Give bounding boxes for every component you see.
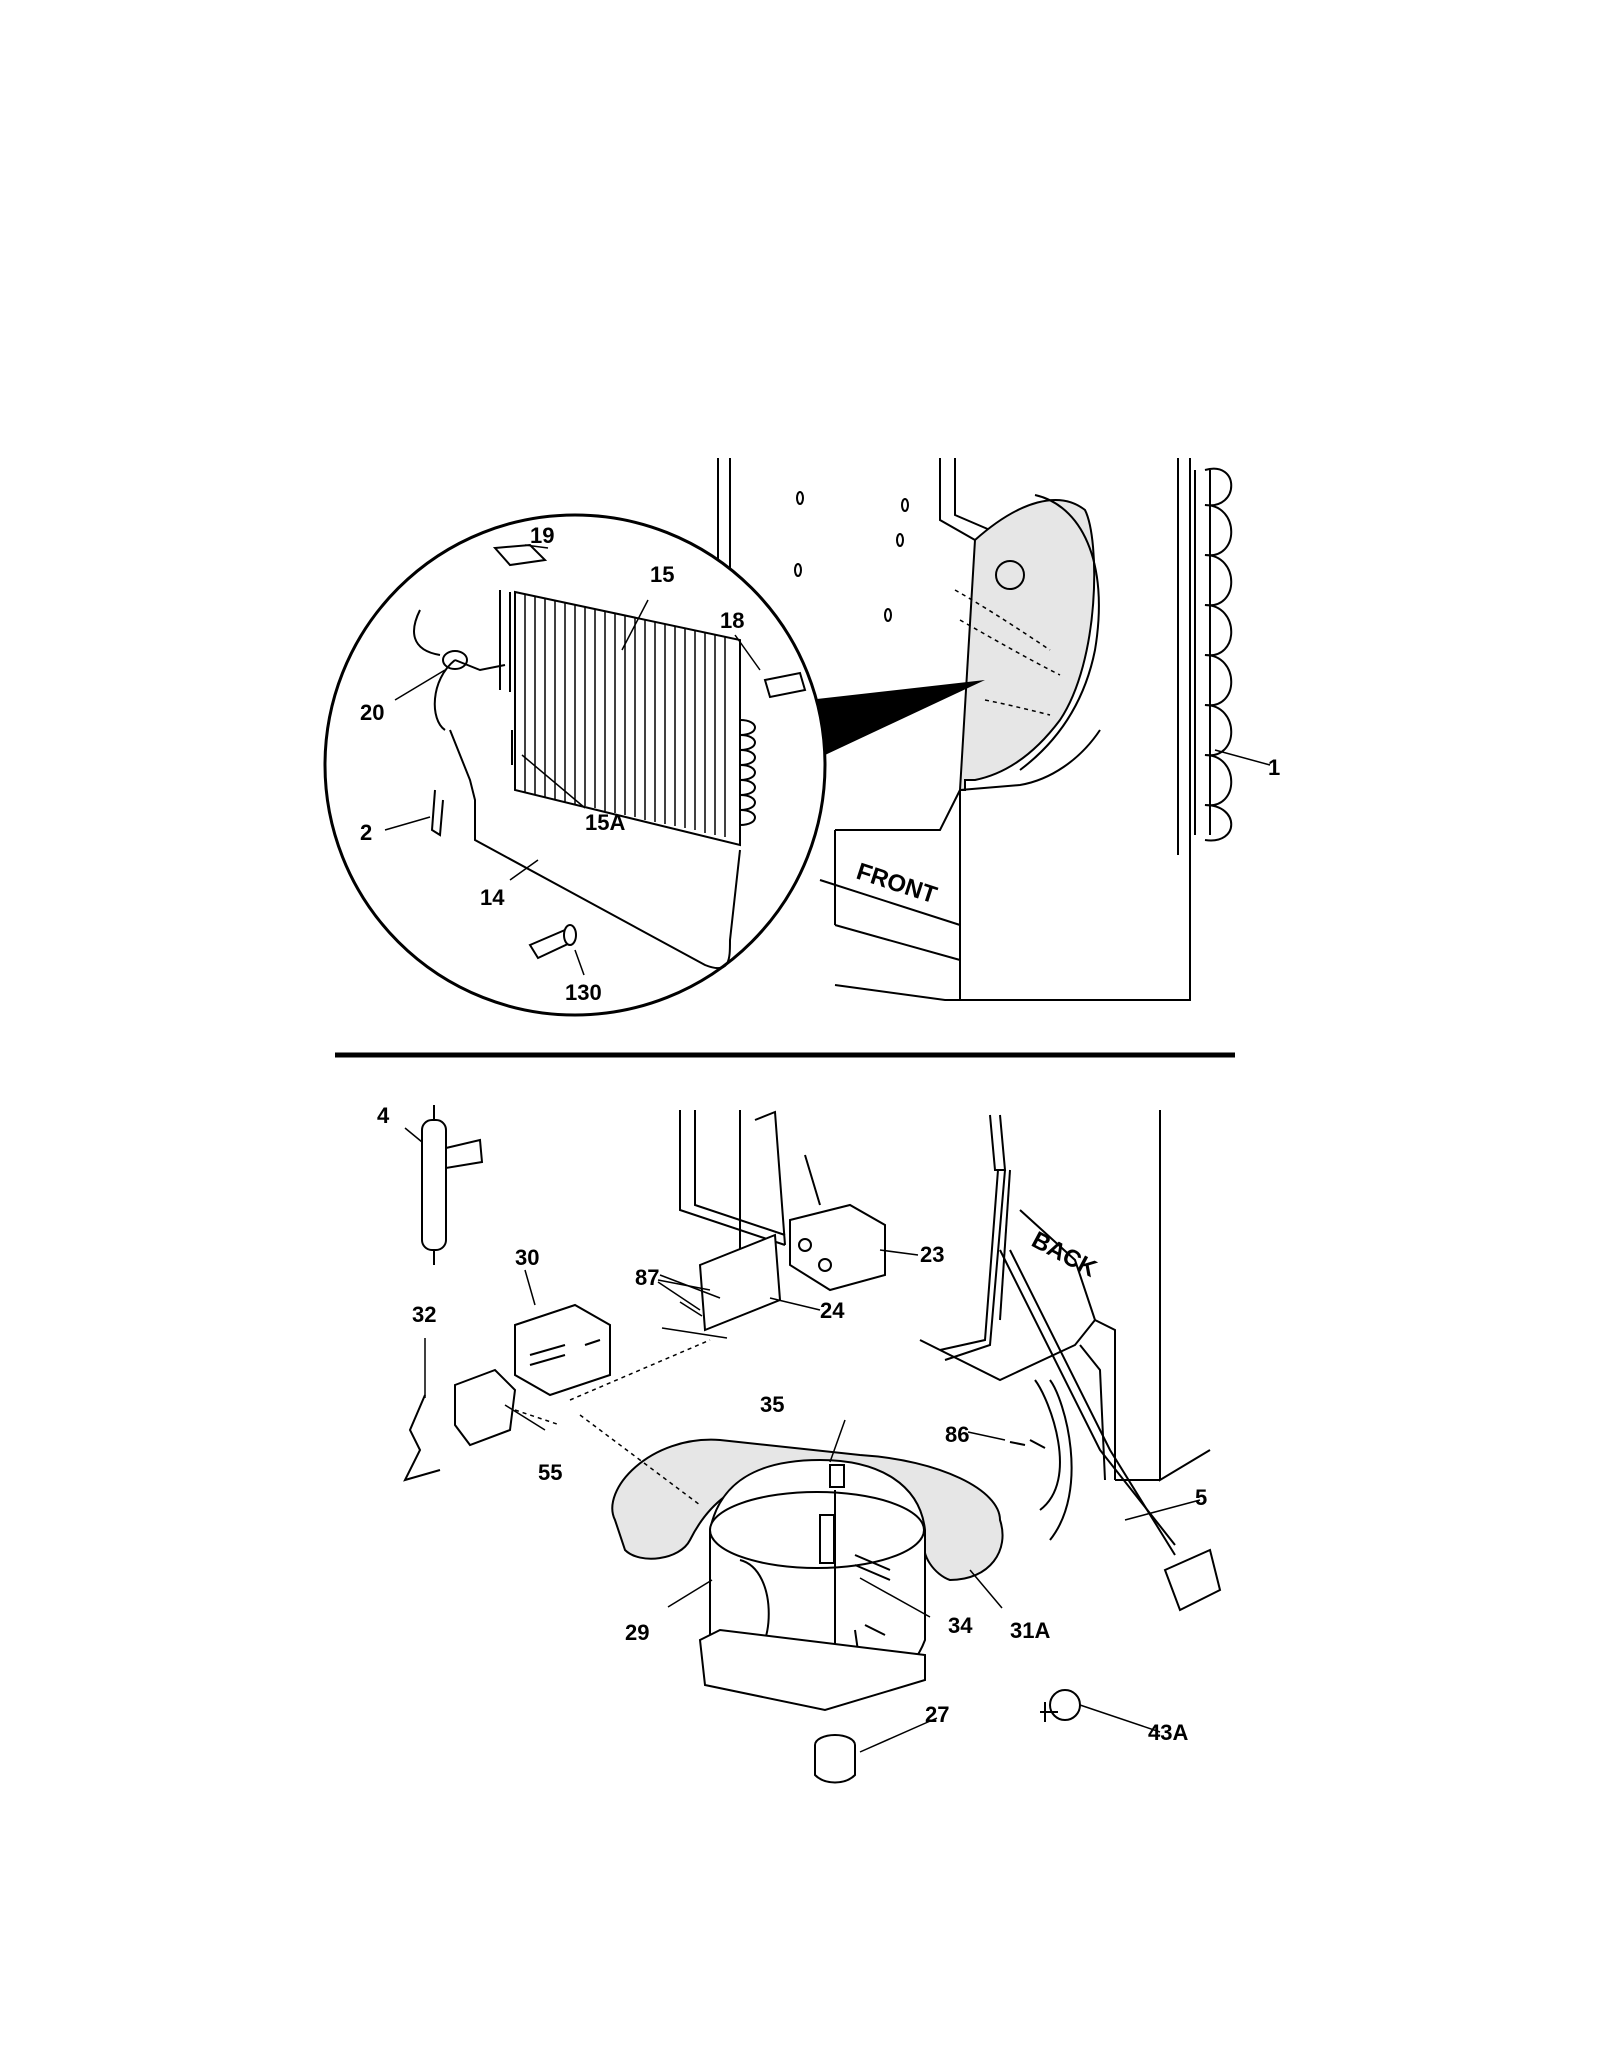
callout-20: 20 — [360, 700, 384, 725]
condenser-coil — [1194, 467, 1233, 842]
callout-30: 30 — [515, 1245, 539, 1270]
callout-55: 55 — [538, 1460, 562, 1485]
evaporator-detail-circle — [323, 513, 827, 1017]
callout-19: 19 — [530, 523, 554, 548]
leader-lines — [384, 544, 1271, 1753]
timer-bracket — [698, 1233, 782, 1332]
callout-18: 18 — [720, 608, 744, 633]
callout-130: 130 — [565, 980, 602, 1005]
compressor-grommet — [814, 1734, 856, 1784]
callout-31a: 31A — [1010, 1618, 1050, 1643]
callout-15a: 15A — [585, 810, 625, 835]
callout-86: 86 — [945, 1422, 969, 1447]
magnifier-pointer — [808, 680, 985, 755]
callout-2: 2 — [360, 820, 372, 845]
callout-32: 32 — [412, 1302, 436, 1327]
callout-14: 14 — [480, 885, 505, 910]
callout-43a: 43A — [1148, 1720, 1188, 1745]
relay-wire — [403, 1394, 441, 1482]
upper-cabinet-view — [717, 458, 1191, 1001]
overload-protector — [454, 1368, 517, 1447]
defrost-timer — [789, 1203, 886, 1292]
callout-29: 29 — [625, 1620, 649, 1645]
compressor — [698, 1458, 926, 1712]
callout-24: 24 — [820, 1298, 845, 1323]
compressor-base-pan — [611, 1438, 1004, 1582]
defrost-terminator — [413, 609, 506, 731]
callout-87: 87 — [635, 1265, 659, 1290]
filter-drier — [421, 1105, 484, 1265]
drain-plug — [528, 924, 577, 960]
cord-clamp — [1040, 1689, 1081, 1722]
callout-15: 15 — [650, 562, 674, 587]
callout-4: 4 — [377, 1103, 390, 1128]
retainer-clip — [430, 789, 444, 837]
callout-23: 23 — [920, 1242, 944, 1267]
lower-cabinet-view — [679, 1110, 1211, 1482]
power-cord-plug — [1163, 1548, 1222, 1612]
front-label: FRONT — [853, 858, 940, 909]
start-relay — [514, 1303, 611, 1397]
callout-1: 1 — [1268, 755, 1280, 780]
callout-5: 5 — [1195, 1485, 1207, 1510]
ground-screw — [1009, 1439, 1046, 1449]
drain-tube — [449, 729, 741, 970]
evaporator-pad-part — [763, 671, 807, 699]
wiring-harness — [939, 1114, 1176, 1556]
callout-35: 35 — [760, 1392, 784, 1417]
back-label: BACK — [1027, 1226, 1101, 1283]
evaporator-cover-part — [492, 543, 548, 567]
callout-34: 34 — [948, 1613, 973, 1638]
callout-27: 27 — [925, 1702, 949, 1727]
evaporator — [499, 590, 756, 847]
